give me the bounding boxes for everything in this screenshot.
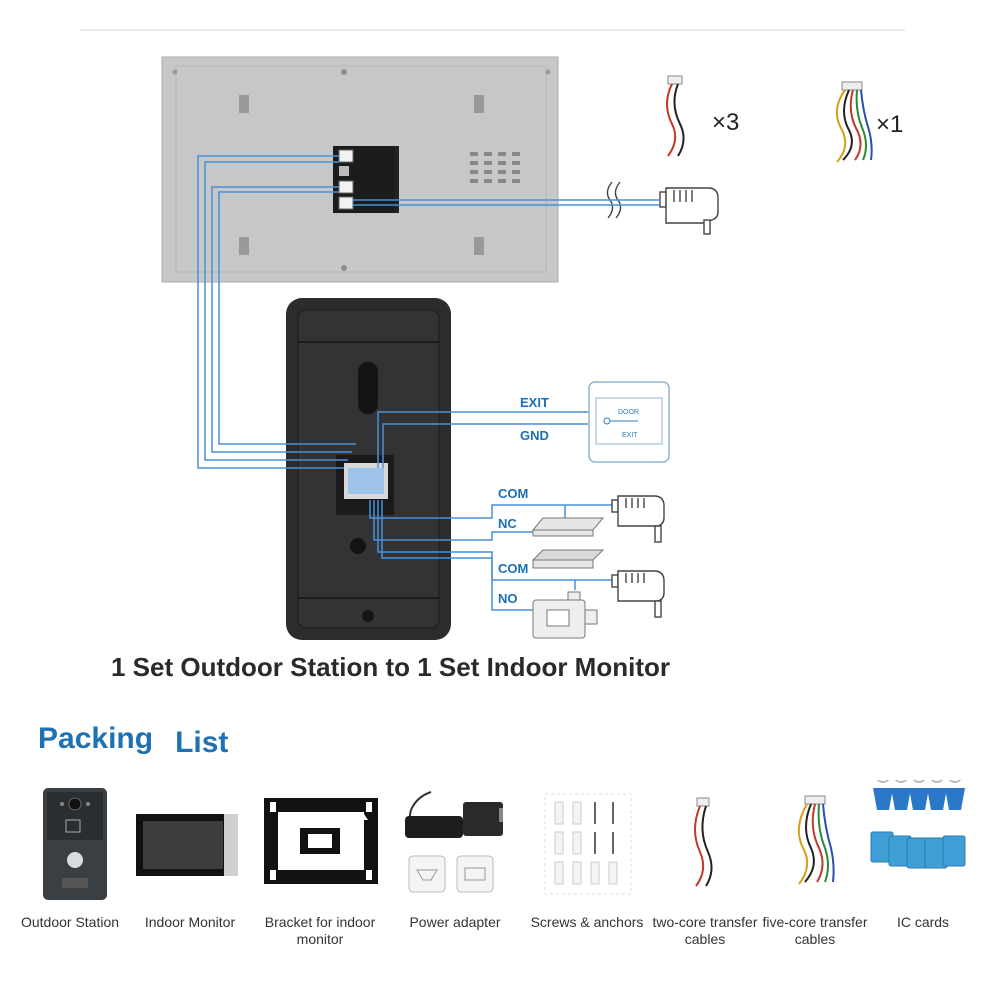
packing-item-screws: Screws & anchors [527, 780, 647, 980]
packing-item-bracket: Bracket for indoor monitor [260, 780, 380, 980]
bracket-icon [264, 798, 378, 884]
five-core-count: ×1 [876, 111, 903, 138]
exit-button: DOOR EXIT [588, 381, 670, 463]
two-core-cable-icon [694, 797, 713, 887]
packing-item-label: IC cards [896, 914, 950, 930]
outdoor-station-back [286, 298, 451, 640]
packing-item-five-core-cable: five-core transfer cables [755, 780, 875, 980]
wire-label-com-2: COM [498, 561, 528, 576]
packing-list-title: Packing List [38, 722, 228, 759]
wire-label-no: NO [498, 591, 518, 606]
packing-item-label: Power adapter [409, 914, 501, 930]
power-adapter-icon [405, 791, 503, 893]
magnetic-lock-icon [531, 517, 605, 569]
monitor-power-plug [606, 181, 719, 235]
five-core-cable-diagram-icon [835, 81, 873, 163]
packing-item-outdoor-station: Outdoor Station [10, 780, 130, 980]
indoor-monitor-back [161, 56, 559, 283]
packing-item-indoor-monitor: Indoor Monitor [130, 780, 250, 980]
packing-item-ic-cards: IC cards [863, 780, 983, 980]
wire-label-nc: NC [498, 516, 517, 531]
packing-title-word-1: Packing [38, 722, 154, 755]
packing-item-two-core-cable: two-core transfer cables [645, 780, 765, 980]
wire-label-com: COM [498, 486, 528, 501]
packing-item-label: two-core transfer cables [652, 914, 758, 947]
packing-item-label: Bracket for indoor monitor [264, 914, 376, 947]
two-core-cable-diagram-icon [666, 75, 685, 157]
wire-label-gnd: GND [520, 428, 549, 443]
ic-cards-icon [870, 780, 966, 869]
wiring [197, 155, 660, 611]
five-core-cable-icon [797, 795, 835, 885]
wire-label-exit: EXIT [520, 395, 549, 410]
packing-item-label: Outdoor Station [20, 914, 120, 930]
lock-power-plug-2 [611, 570, 665, 618]
indoor-monitor-icon [136, 814, 238, 876]
diagram-title: 1 Set Outdoor Station to 1 Set Indoor Mo… [111, 652, 670, 682]
exit-sign-exit: EXIT [622, 432, 638, 439]
packing-title-word-2: List [175, 726, 229, 759]
packing-item-label: Screws & anchors [530, 914, 644, 930]
electric-lock-icon [532, 591, 598, 639]
screws-icon [544, 793, 632, 895]
exit-sign-door: DOOR [618, 409, 639, 416]
outdoor-station-icon [43, 788, 107, 900]
wiring-diagram: ×3 ×1 [80, 29, 905, 640]
packing-item-label: five-core transfer cables [762, 914, 868, 947]
speaker-grille [470, 152, 520, 183]
two-core-count: ×3 [712, 109, 739, 136]
packing-item-label: Indoor Monitor [144, 914, 236, 930]
packing-item-power-adapter: Power adapter [395, 780, 515, 980]
lock-power-plug-1 [611, 495, 665, 543]
